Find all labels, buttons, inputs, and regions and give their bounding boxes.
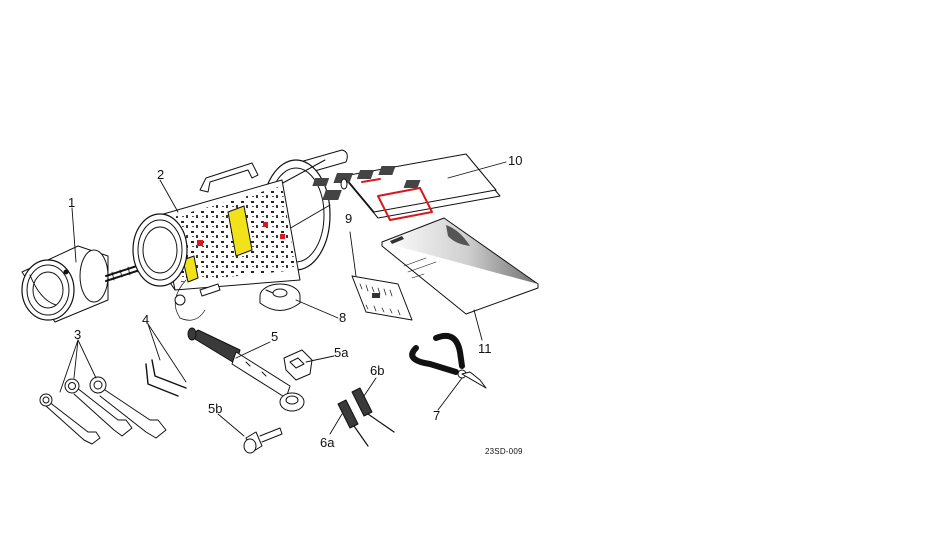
callout-9: 9 bbox=[345, 212, 352, 225]
main-cylinder-assembly bbox=[133, 150, 347, 320]
manual-book bbox=[382, 218, 538, 314]
callout-5: 5 bbox=[271, 330, 278, 343]
callout-2: 2 bbox=[157, 168, 164, 181]
callout-3: 3 bbox=[74, 328, 81, 341]
callout-11: 11 bbox=[478, 342, 492, 355]
socket-adapter bbox=[244, 428, 282, 453]
callout-5a: 5a bbox=[334, 346, 348, 359]
figure-reference-code: 23SD-009 bbox=[485, 447, 523, 456]
hex-keys bbox=[146, 360, 186, 396]
gauge-card bbox=[352, 276, 412, 320]
callout-5b: 5b bbox=[208, 402, 222, 415]
callout-6a: 6a bbox=[320, 436, 334, 449]
callout-6b: 6b bbox=[370, 364, 384, 377]
combination-wrenches bbox=[40, 377, 166, 444]
crowfoot-adapter bbox=[284, 350, 312, 380]
tape-spool bbox=[260, 284, 300, 311]
callout-4: 4 bbox=[142, 313, 149, 326]
callout-10: 10 bbox=[508, 154, 522, 167]
callout-8: 8 bbox=[339, 311, 346, 324]
callout-7: 7 bbox=[433, 409, 440, 422]
callout-1: 1 bbox=[68, 196, 75, 209]
screwdriver-6b bbox=[352, 388, 394, 432]
pliers bbox=[412, 336, 486, 388]
